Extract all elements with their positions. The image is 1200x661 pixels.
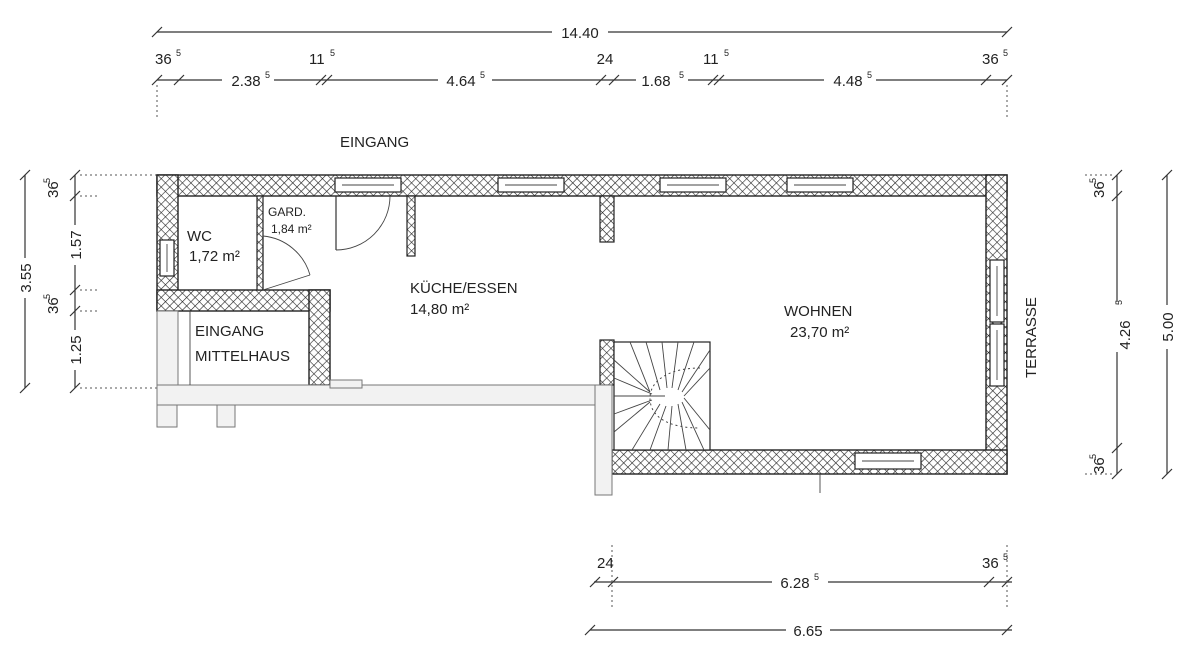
label-wc-area: 1,72 m² xyxy=(189,248,240,265)
right-dimension-chain: 36 5 4.26 5 36 5 xyxy=(1085,169,1134,480)
svg-text:5: 5 xyxy=(1088,454,1098,459)
dim-right-inner: 4.26 xyxy=(1117,320,1134,349)
dim-left-wall-top: 36 xyxy=(45,181,62,198)
dim-top-wall-4: 11 xyxy=(703,51,719,68)
svg-text:5: 5 xyxy=(1003,48,1008,58)
label-entrance-middle-1: EINGANG xyxy=(195,323,264,340)
svg-text:5: 5 xyxy=(265,70,270,80)
svg-text:5: 5 xyxy=(1088,178,1098,183)
svg-text:5: 5 xyxy=(1003,552,1008,562)
svg-text:5: 5 xyxy=(867,70,872,80)
bottom-dimension-total: 6.65 xyxy=(584,622,1013,640)
dim-top-wall-2: 11 xyxy=(309,51,325,68)
top-dimension-chain: 36 5 2.38 5 11 5 4.64 5 24 1.68 5 11 5 4… xyxy=(151,48,1013,118)
walls xyxy=(156,174,1008,475)
label-terrace: TERRASSE xyxy=(1023,297,1040,378)
svg-text:5: 5 xyxy=(480,70,485,80)
dim-bottom-wall-right: 36 xyxy=(982,555,999,572)
svg-text:5: 5 xyxy=(42,178,52,183)
room-labels: EINGANG WC 1,72 m² GARD. 1,84 m² KÜCHE/E… xyxy=(187,134,1040,378)
label-wc: WC xyxy=(187,228,212,245)
dim-left-total: 3.55 xyxy=(18,263,35,292)
dim-right-total: 5.00 xyxy=(1160,312,1177,341)
dim-top-kitchen: 4.64 xyxy=(446,73,475,90)
dim-right-wall-bottom: 36 xyxy=(1091,457,1108,474)
dim-left-wall-mid: 36 xyxy=(45,297,62,314)
label-living-area: 23,70 m² xyxy=(790,324,849,341)
svg-text:5: 5 xyxy=(679,70,684,80)
dim-top-right-wall: 36 xyxy=(982,51,999,68)
dim-left-seg-125: 1.25 xyxy=(68,335,85,364)
dim-top-wall-3: 24 xyxy=(597,51,614,68)
bottom-dimension-chain: 24 6.28 5 36 5 xyxy=(589,545,1013,610)
dim-top-living: 4.48 xyxy=(833,73,862,90)
label-kitchen-area: 14,80 m² xyxy=(410,301,469,318)
label-wardrobe: GARD. xyxy=(268,205,306,219)
dim-top-seg-168: 1.68 xyxy=(641,73,670,90)
left-dimension-chain: 36 5 1.57 36 5 1.25 xyxy=(42,169,157,394)
dim-left-seg-157: 1.57 xyxy=(68,230,85,259)
svg-text:5: 5 xyxy=(176,48,181,58)
label-entrance-middle-2: MITTELHAUS xyxy=(195,348,290,365)
svg-text:5: 5 xyxy=(330,48,335,58)
windows xyxy=(159,177,1005,470)
label-entrance-top: EINGANG xyxy=(340,134,409,151)
label-wardrobe-area: 1,84 m² xyxy=(271,222,312,236)
svg-text:5: 5 xyxy=(724,48,729,58)
dim-top-total: 14.40 xyxy=(561,25,599,42)
label-living: WOHNEN xyxy=(784,303,852,320)
svg-text:5: 5 xyxy=(1114,300,1124,305)
svg-text:5: 5 xyxy=(814,572,819,582)
right-dimension-total: 5.00 xyxy=(1159,169,1177,480)
dim-bottom-inner: 6.28 xyxy=(780,575,809,592)
dim-bottom-wall-left: 24 xyxy=(597,555,614,572)
staircase xyxy=(613,341,711,451)
label-kitchen: KÜCHE/ESSEN xyxy=(410,279,518,297)
middle-house-outline xyxy=(156,310,821,496)
dim-right-wall-top: 36 xyxy=(1091,181,1108,198)
left-dimension-total: 3.55 xyxy=(17,169,35,394)
top-dimension-total: 14.40 xyxy=(151,24,1013,42)
dim-top-left-wall: 36 xyxy=(155,51,172,68)
dim-top-wc: 2.38 xyxy=(231,73,260,90)
doors xyxy=(262,195,391,291)
dim-bottom-total: 6.65 xyxy=(793,623,822,640)
svg-text:5: 5 xyxy=(42,294,52,299)
